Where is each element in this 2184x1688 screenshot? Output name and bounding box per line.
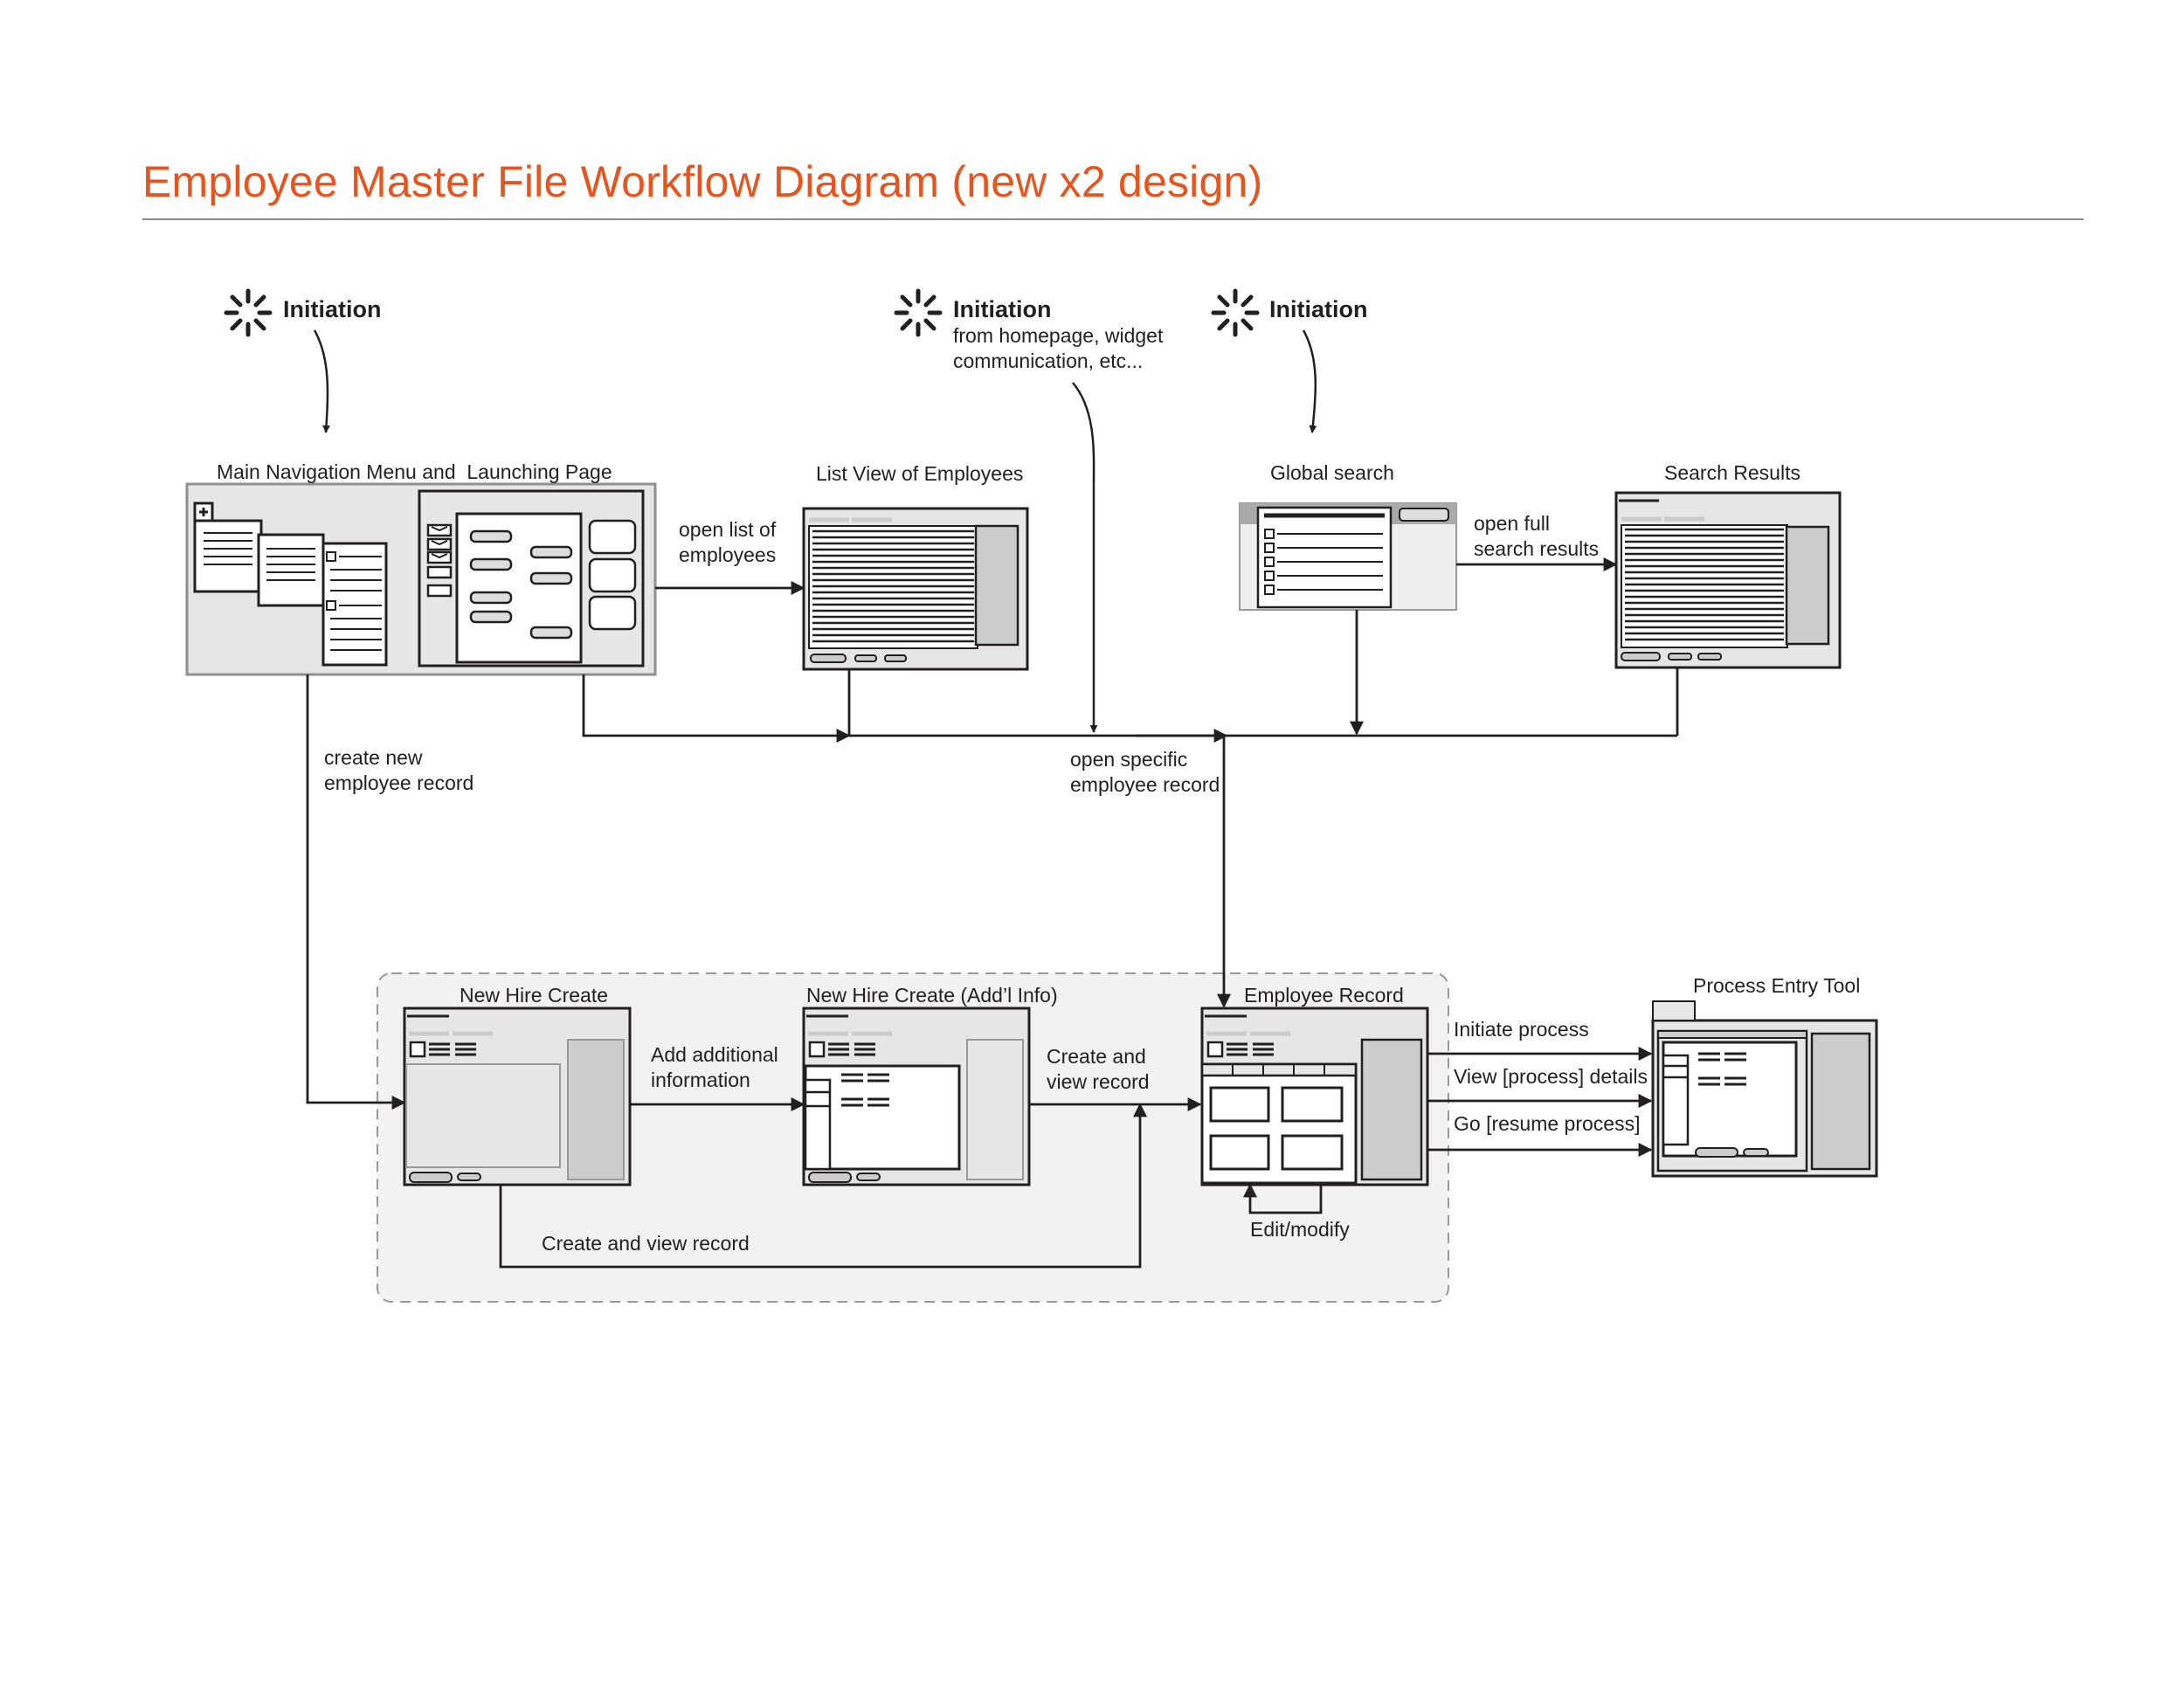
connector-create-view-bottom	[499, 1103, 1147, 1269]
node-label-new-hire-create: New Hire Create	[460, 984, 608, 1007]
initiation-arrow	[1072, 382, 1098, 733]
employee-record-screen	[1200, 1007, 1429, 1186]
initiation-arrow	[313, 329, 331, 433]
node-label-list-view: List View of Employees	[816, 462, 1024, 485]
main-navigation-screen	[185, 482, 657, 676]
node-label-employee-record: Employee Record	[1244, 984, 1404, 1007]
initiation-label: Initiation	[1269, 296, 1368, 322]
node-label-new-hire-addl: New Hire Create (Add’l Info)	[806, 984, 1058, 1007]
spark-icon	[894, 288, 943, 337]
initiation-label: Initiation	[283, 296, 382, 322]
search-results-screen	[1614, 491, 1842, 669]
node-label-main-nav: Main Navigation Menu and Launching Page	[217, 460, 612, 483]
edge-label-create-view-right: Create and view record	[1047, 1045, 1150, 1093]
node-label-global-search: Global search	[1270, 461, 1394, 484]
page-title: Employee Master File Workflow Diagram (n…	[142, 157, 1263, 206]
edge-label-open-list: open list of employees	[679, 518, 777, 566]
edge-label-initiate-process: Initiate process	[1454, 1018, 1589, 1041]
connector-create-new-record	[306, 675, 406, 1110]
edge-label-open-specific-record: open specific employee record	[1070, 748, 1220, 796]
edge-label-go-resume-process: Go [resume process]	[1454, 1112, 1641, 1135]
initiation-arrow	[1302, 329, 1317, 433]
edge-label-create-view-bottom: Create and view record	[542, 1232, 750, 1255]
connector-main-to-bus	[582, 675, 851, 743]
new-hire-addl-info-screen	[802, 1007, 1031, 1186]
edge-label-view-process-details: View [process] details	[1454, 1065, 1648, 1088]
connector-edit-modify	[1243, 1183, 1323, 1214]
process-entry-tool-screen	[1651, 1000, 1878, 1178]
node-label-process-entry: Process Entry Tool	[1693, 974, 1861, 997]
spark-icon	[224, 288, 273, 337]
edge-label-add-additional-info: Add additional information	[651, 1043, 778, 1091]
node-label-search-results: Search Results	[1664, 461, 1800, 484]
spark-icon	[1211, 288, 1260, 337]
global-search-screen	[1239, 502, 1457, 611]
edge-label-open-full-search: open full search results	[1474, 512, 1600, 560]
edge-label-create-new-record: create new employee record	[324, 746, 474, 794]
list-view-screen	[802, 507, 1029, 671]
new-hire-create-screen	[403, 1007, 632, 1186]
title-divider	[142, 218, 2084, 220]
initiation-label: Initiation	[953, 296, 1052, 322]
edge-label-edit-modify: Edit/modify	[1250, 1218, 1350, 1241]
initiation-detail: from homepage, widget communication, etc…	[953, 324, 1164, 372]
